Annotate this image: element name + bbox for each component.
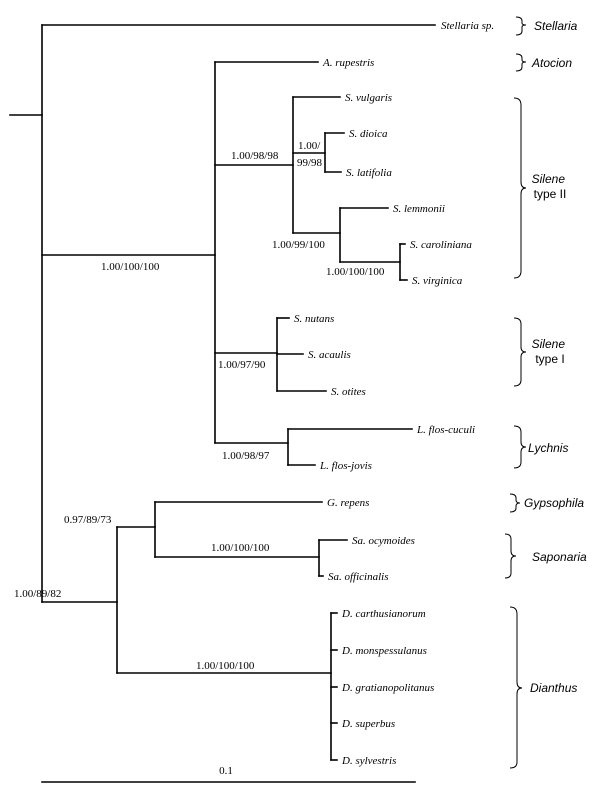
tip-label-gratianopolitanus: D. gratianopolitanus — [341, 682, 434, 694]
group-name-saponaria: Saponaria — [532, 550, 587, 564]
tip-label-flosjovis: L. flos-jovis — [319, 460, 372, 472]
group-label-silene-type1: Silene type I — [532, 337, 569, 366]
group-name-lychnis: Lychnis — [528, 441, 568, 455]
group-type-silene-type2: type II — [534, 187, 567, 201]
group-label-lychnis: Lychnis — [528, 441, 568, 455]
group-name-gypsophila: Gypsophila — [524, 496, 584, 510]
tip-label-caroliniana: S. caroliniana — [410, 239, 472, 251]
group-labels: Stellaria Atocion Silene type II Silene … — [524, 19, 587, 695]
support-lemmonii-clade: 1.00/99/100 — [272, 239, 325, 251]
group-label-stellaria: Stellaria — [534, 19, 578, 33]
support-dianthus: 1.00/100/100 — [196, 660, 255, 672]
tip-label-ocymoides: Sa. ocymoides — [352, 535, 415, 547]
tip-label-stellaria: Stellaria sp. — [441, 20, 494, 32]
bracket-silene-type2 — [513, 97, 527, 279]
scale-bar-label: 0.1 — [219, 765, 233, 777]
group-label-silene-type2: Silene type II — [532, 172, 569, 201]
tip-label-lemmonii: S. lemmonii — [393, 203, 445, 215]
tip-label-carthusianorum: D. carthusianorum — [341, 608, 426, 620]
tip-label-superbus: D. superbus — [341, 718, 395, 730]
group-label-dianthus: Dianthus — [530, 681, 577, 695]
bracket-lychnis — [513, 425, 527, 469]
tip-label-otites: S. otites — [331, 386, 366, 398]
group-name-dianthus: Dianthus — [530, 681, 577, 695]
tip-labels: Stellaria sp. A. rupestris S. vulgaris S… — [294, 20, 494, 767]
group-name-silene-type1: Silene — [532, 337, 566, 351]
bracket-gypsophila — [509, 493, 521, 513]
tree-branches — [9, 24, 436, 761]
support-silene-lychnis: 1.00/100/100 — [101, 261, 160, 273]
tip-label-floscuculi: L. flos-cuculi — [416, 424, 475, 436]
group-name-stellaria: Stellaria — [534, 19, 578, 33]
tip-label-sylvestris: D. sylvestris — [341, 755, 396, 767]
bracket-saponaria — [504, 533, 517, 579]
group-label-atocion: Atocion — [531, 56, 572, 70]
tip-label-officinalis: Sa. officinalis — [328, 571, 389, 583]
group-name-silene-type2: Silene — [532, 172, 566, 186]
tip-label-acaulis: S. acaulis — [308, 349, 351, 361]
group-name-atocion: Atocion — [531, 56, 572, 70]
support-gyps-sap-dian: 1.00/89/82 — [14, 588, 61, 600]
tip-label-repens: G. repens — [327, 497, 369, 509]
support-saponaria: 1.00/100/100 — [211, 542, 270, 554]
support-silene-type2: 1.00/98/98 — [231, 150, 279, 162]
scale-bar: 0.1 — [41, 765, 416, 783]
bracket-atocion — [515, 53, 527, 72]
group-type-silene-type1: type I — [535, 352, 564, 366]
support-values: 1.00/100/100 1.00/98/98 1.00/ 99/98 1.00… — [14, 140, 385, 672]
support-gyps-sap: 0.97/89/73 — [64, 514, 112, 526]
support-lychnis: 1.00/98/97 — [222, 450, 270, 462]
support-dioica-latifolia-a: 1.00/ — [298, 140, 321, 152]
support-silene-type1: 1.00/97/90 — [218, 359, 266, 371]
tip-label-rupestris: A. rupestris — [322, 57, 374, 69]
support-dioica-latifolia-b: 99/98 — [297, 157, 323, 169]
tip-label-virginica: S. virginica — [412, 275, 463, 287]
support-caroliniana-virginica: 1.00/100/100 — [326, 266, 385, 278]
bracket-silene-type1 — [513, 317, 527, 387]
bracket-stellaria — [515, 16, 527, 36]
tip-label-nutans: S. nutans — [294, 313, 334, 325]
tip-label-latifolia: S. latifolia — [346, 167, 392, 179]
group-label-gypsophila: Gypsophila — [524, 496, 584, 510]
tip-label-vulgaris: S. vulgaris — [345, 92, 392, 104]
bracket-dianthus — [509, 606, 523, 769]
tip-label-dioica: S. dioica — [349, 128, 388, 140]
group-label-saponaria: Saponaria — [532, 550, 587, 564]
tip-label-monspessulanus: D. monspessulanus — [341, 645, 427, 657]
group-brackets — [504, 16, 527, 769]
